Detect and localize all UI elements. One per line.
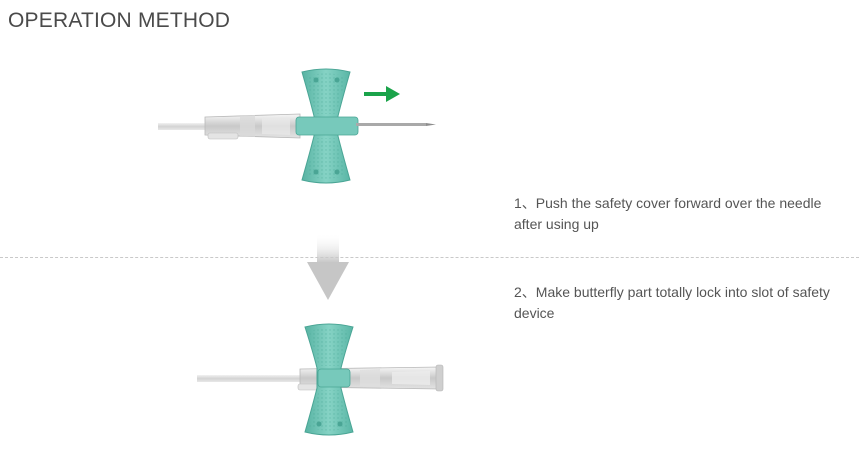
needle-tip (426, 123, 436, 126)
page-title: OPERATION METHOD (8, 9, 231, 32)
forward-arrow-icon (364, 86, 400, 102)
step-1-text: 1、Push the safety cover forward over the… (514, 195, 822, 232)
tubing (197, 375, 305, 382)
device-after (197, 323, 444, 436)
tubing (158, 123, 208, 130)
device-before (158, 68, 436, 184)
dashed-divider (0, 257, 859, 258)
down-arrow-icon (307, 233, 349, 300)
step-2-text: 2、Make butterfly part totally lock into … (514, 284, 830, 321)
